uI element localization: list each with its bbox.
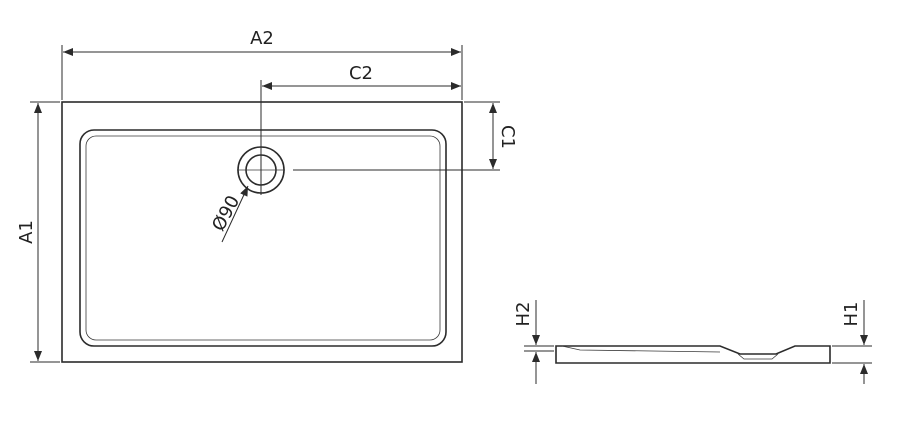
a2-label: A2 xyxy=(250,28,274,49)
tray-side-profile xyxy=(555,345,831,364)
h1-label: H1 xyxy=(841,302,862,327)
drain-diameter-label: Ø90 xyxy=(208,192,244,235)
tray-side-inner-slope xyxy=(561,345,721,353)
side-view: H2 H1 xyxy=(513,300,872,384)
tray-inner-outline xyxy=(79,129,447,347)
tray-inner-edge xyxy=(85,135,441,341)
tray-side-drain-bump xyxy=(737,353,779,360)
tray-outer-outline xyxy=(61,101,463,363)
h2-label: H2 xyxy=(513,302,534,327)
drain-leader-line xyxy=(221,185,249,243)
c2-label: C2 xyxy=(349,63,373,84)
a1-label: A1 xyxy=(16,220,37,244)
top-view: A2 C2 A1 C1 Ø90 xyxy=(16,28,518,363)
c1-label: C1 xyxy=(497,125,518,149)
